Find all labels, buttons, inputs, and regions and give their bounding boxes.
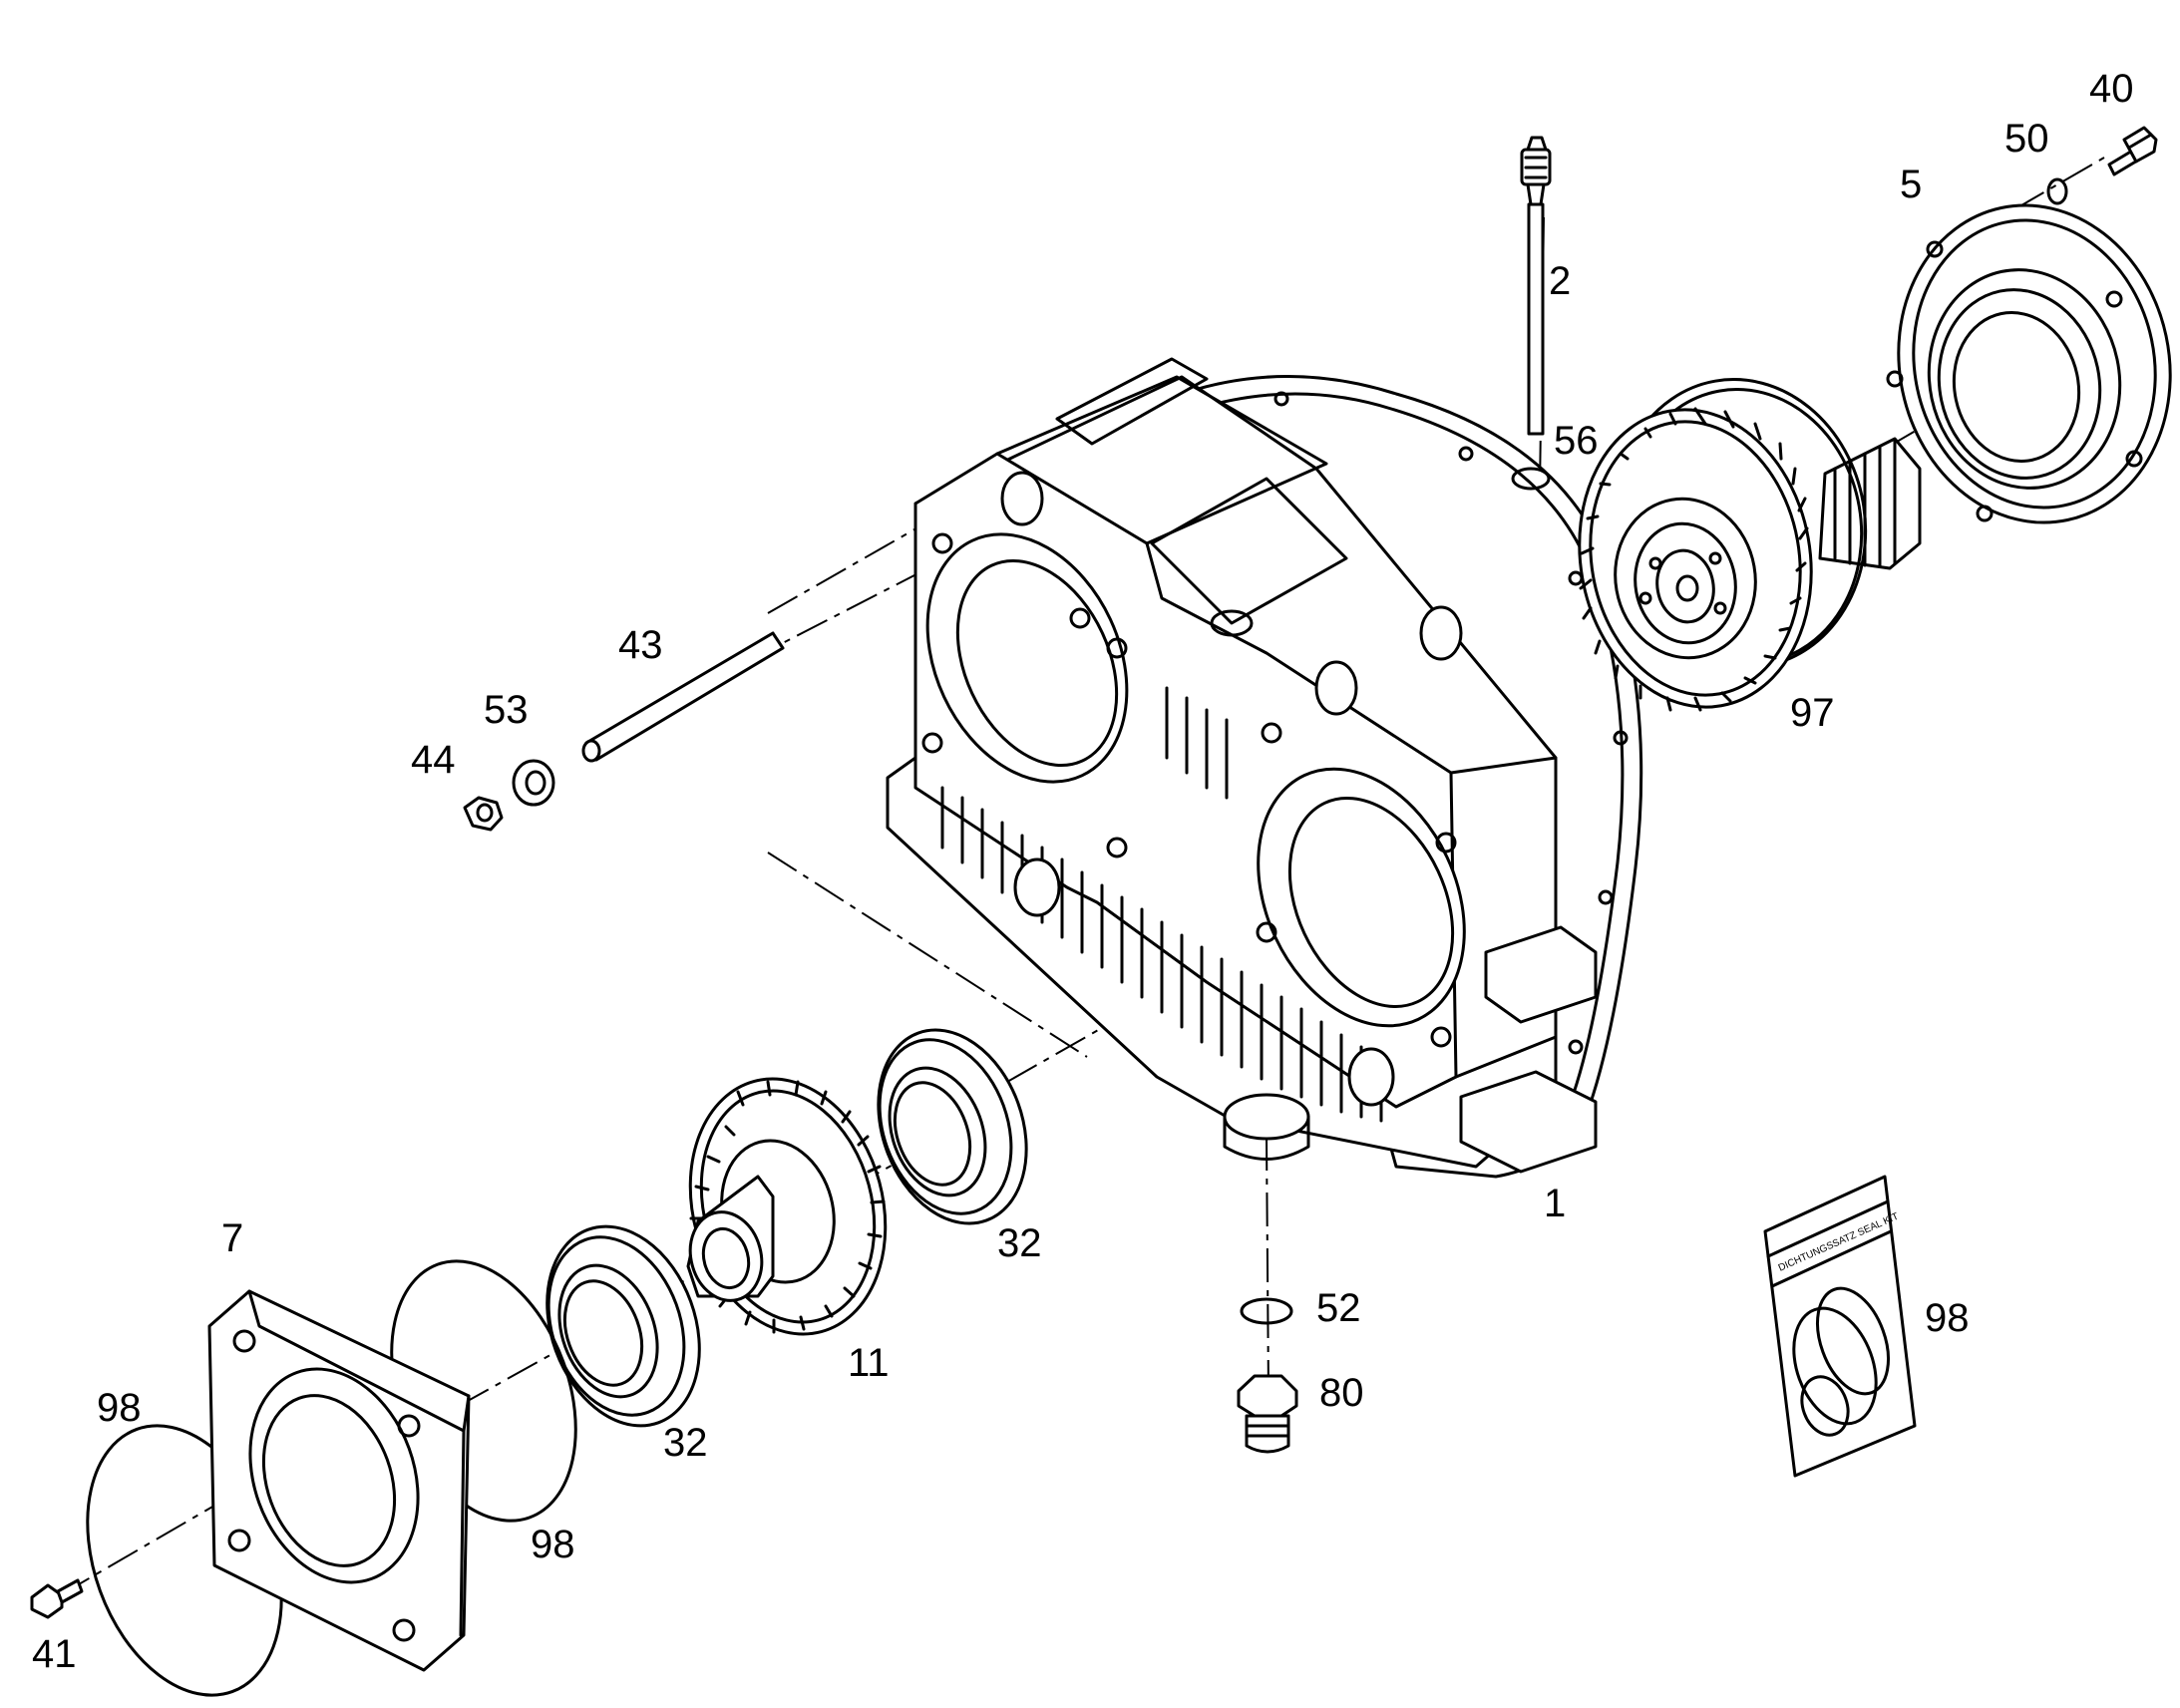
callout-32-upper: 32 xyxy=(997,1221,1042,1265)
stud-43 xyxy=(581,631,785,763)
bearing-cover xyxy=(1886,203,2172,524)
callout-41: 41 xyxy=(32,1632,77,1676)
callout-98-left: 98 xyxy=(97,1386,142,1430)
callout-97: 97 xyxy=(1790,691,1835,735)
callout-98-kit: 98 xyxy=(1925,1296,1970,1340)
dipstick-tube xyxy=(1520,136,1552,436)
intermediate-gear-11 xyxy=(686,1077,888,1336)
callout-43: 43 xyxy=(618,623,663,667)
callout-50: 50 xyxy=(2004,117,2049,161)
callout-80: 80 xyxy=(1319,1371,1364,1415)
callout-40: 40 xyxy=(2089,67,2134,111)
callout-1: 1 xyxy=(1544,1182,1566,1225)
callout-53: 53 xyxy=(484,688,529,732)
drain-plug-80 xyxy=(1237,1374,1298,1454)
callout-44: 44 xyxy=(411,738,456,782)
callout-11: 11 xyxy=(848,1341,890,1385)
washer-50 xyxy=(2046,177,2068,205)
output-gear-assembly xyxy=(1578,378,1922,712)
callout-2: 2 xyxy=(1549,259,1571,303)
callout-52: 52 xyxy=(1316,1286,1361,1330)
flange-cover-7 xyxy=(207,1289,471,1672)
gearbox-housing xyxy=(886,357,1643,1179)
o-ring-56 xyxy=(1511,467,1551,491)
ball-bearing-32-lower xyxy=(545,1224,701,1428)
nut-44 xyxy=(463,796,504,832)
washer-53 xyxy=(512,759,555,807)
ball-bearing-32-upper xyxy=(877,1028,1028,1225)
seal-ring-52 xyxy=(1240,1297,1293,1325)
callout-7: 7 xyxy=(221,1216,243,1260)
bolt-40 xyxy=(2107,126,2158,176)
seal-kit-bag: DICHTUNGSSATZ SEAL KIT xyxy=(1763,1175,1917,1478)
screw-41 xyxy=(30,1578,84,1619)
callout-56: 56 xyxy=(1554,419,1599,463)
callout-labels: 1 2 5 7 11 32 32 40 41 43 44 50 52 53 56… xyxy=(32,67,2134,1676)
callout-5: 5 xyxy=(1900,163,1922,206)
callout-32-lower: 32 xyxy=(663,1421,708,1465)
callout-98-middle: 98 xyxy=(531,1523,575,1566)
